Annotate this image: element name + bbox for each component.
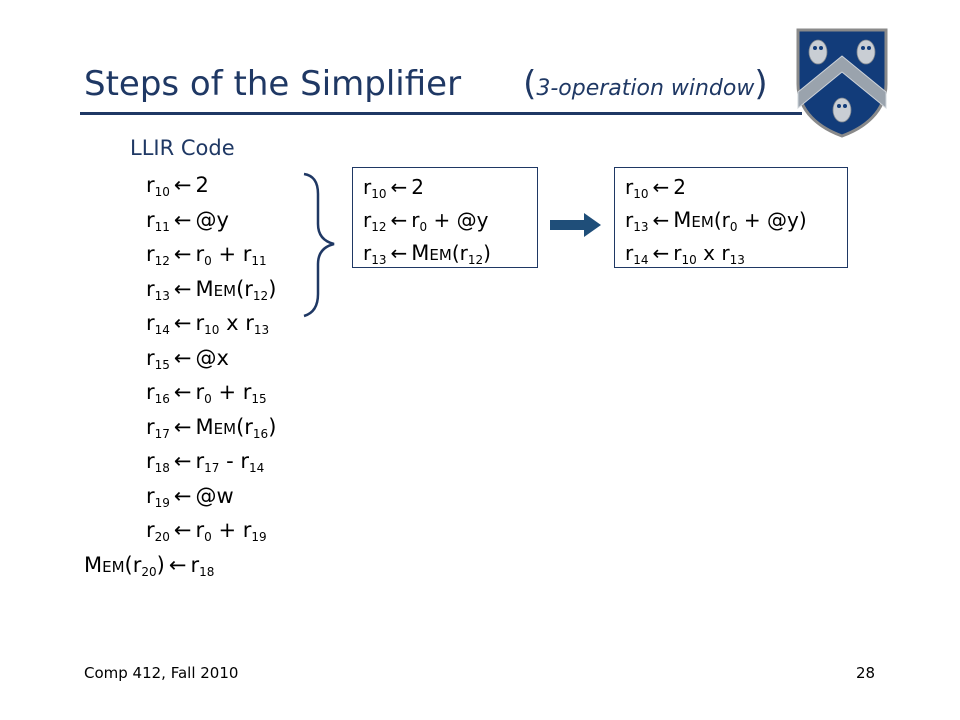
code-line: r13←MEM(r12) [146,276,277,303]
code-line: r16←r0 + r15 [146,380,267,406]
window-line-2: r12←r0 + @y [363,208,489,234]
code-line: r14←r10 x r13 [146,311,270,337]
code-line: r15←@x [146,345,229,372]
window-line-1: r10←2 [363,175,425,201]
title-subtitle: 3-operation window [536,76,755,101]
code-line: r18←r17 - r14 [146,449,265,475]
window-line-3: r13←MEM(r12) [363,241,491,267]
rice-shield-logo [796,28,888,138]
title-main: Steps of the Simplifier [84,64,462,104]
title-paren-open: ( [523,64,537,104]
code-line: r10←2 [146,173,209,199]
window-brace [303,172,335,318]
slide-title: Steps of the Simplifier (3-operation wind… [84,64,768,104]
section-label: LLIR Code [130,136,235,160]
code-line: MEM(r20)←r18 [84,552,215,579]
result-line-2: r13←MEM(r0 + @y) [625,208,807,234]
footer-course: Comp 412, Fall 2010 [84,664,239,682]
title-underline [80,112,802,115]
result-line-3: r14←r10 x r13 [625,241,745,267]
code-line: r19←@w [146,483,234,510]
code-line: r11←@y [146,207,229,234]
page-number: 28 [856,664,876,682]
code-line: r12←r0 + r11 [146,242,267,268]
transform-arrow-icon [550,213,601,237]
title-paren-close: ) [754,64,768,104]
code-line: r20←r0 + r19 [146,518,267,544]
result-line-1: r10←2 [625,175,687,201]
result-box: r10←2 r13←MEM(r0 + @y) r14←r10 x r13 [614,167,848,268]
window-box: r10←2 r12←r0 + @y r13←MEM(r12) [352,167,538,268]
code-line: r17←MEM(r16) [146,414,277,441]
